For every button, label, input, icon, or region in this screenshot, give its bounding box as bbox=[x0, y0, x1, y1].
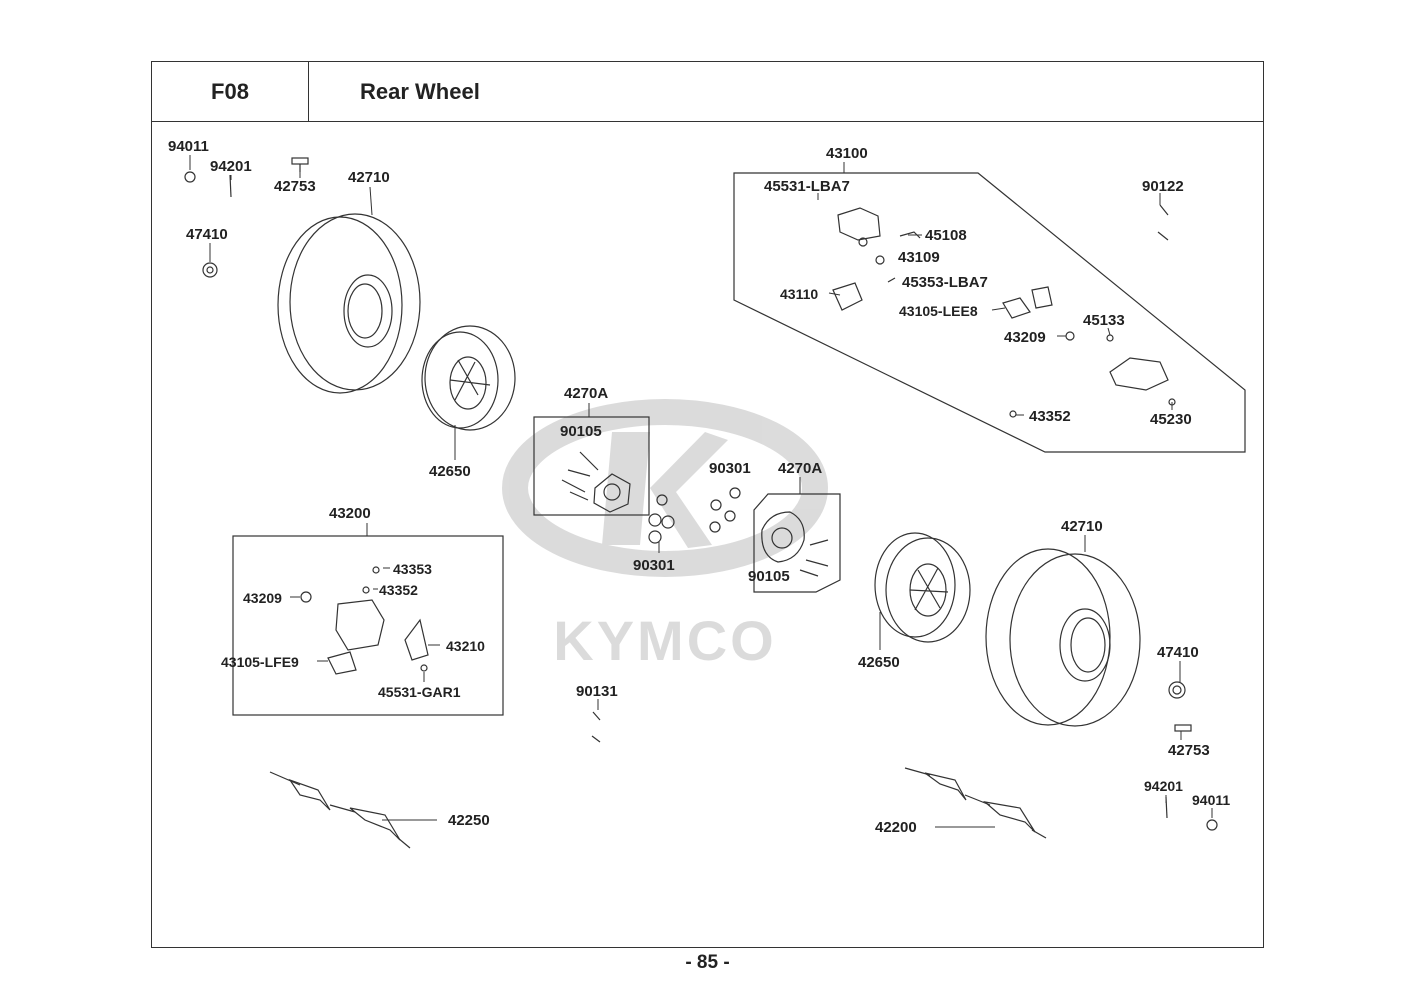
part-label: 42753 bbox=[274, 178, 316, 195]
small-parts-left-top bbox=[184, 157, 309, 278]
driveshaft-42200 bbox=[904, 767, 1047, 839]
part-label: 42200 bbox=[875, 819, 917, 836]
driveshaft-42250 bbox=[269, 771, 411, 849]
group-outline-4270a-left bbox=[533, 416, 650, 516]
part-label: 45108 bbox=[925, 227, 967, 244]
rim-left bbox=[421, 325, 516, 431]
rim-right bbox=[874, 532, 971, 643]
hub-left bbox=[561, 451, 631, 513]
part-label: 43109 bbox=[898, 249, 940, 266]
diagram-frame bbox=[151, 121, 1264, 948]
group-label: 4270A bbox=[564, 385, 609, 402]
part-label: 42650 bbox=[429, 463, 471, 480]
part-label: 43209 bbox=[243, 590, 282, 606]
part-label: 42710 bbox=[348, 169, 390, 186]
part-label: 94201 bbox=[1144, 778, 1183, 794]
group-outline-43100 bbox=[733, 172, 1246, 453]
part-label: 45133 bbox=[1083, 312, 1125, 329]
leader-lines bbox=[189, 155, 1213, 828]
part-label: 45531-LBA7 bbox=[764, 178, 850, 195]
part-label: 90301 bbox=[709, 460, 751, 477]
part-label: 90105 bbox=[748, 568, 790, 585]
part-label: 90131 bbox=[576, 683, 618, 700]
part-label: 45531-GAR1 bbox=[378, 684, 461, 700]
part-label: 43110 bbox=[780, 286, 819, 302]
part-label: 42710 bbox=[1061, 518, 1103, 535]
tire-left bbox=[277, 213, 421, 394]
part-label: 45230 bbox=[1150, 411, 1192, 428]
part-label: 43352 bbox=[1029, 408, 1071, 425]
part-label: 90122 bbox=[1142, 178, 1184, 195]
group-outline-43200 bbox=[232, 535, 504, 716]
part-label: 43352 bbox=[379, 582, 418, 598]
watermark-brand: KYMCO bbox=[553, 609, 776, 672]
group-label: 4270A bbox=[778, 460, 823, 477]
kymco-watermark: KYMCO bbox=[502, 399, 828, 672]
part-label: 90105 bbox=[560, 423, 602, 440]
page-number: - 85 - bbox=[685, 952, 730, 973]
part-label: 42650 bbox=[858, 654, 900, 671]
part-label: 43105-LEE8 bbox=[899, 303, 978, 319]
part-label: 94011 bbox=[1192, 792, 1231, 808]
part-label: 42753 bbox=[1168, 742, 1210, 759]
group-label: 43100 bbox=[826, 145, 868, 162]
part-label: 47410 bbox=[186, 226, 228, 243]
part-label: 43105-LFE9 bbox=[221, 654, 299, 670]
caliper-43200 bbox=[300, 566, 429, 675]
group-label: 43200 bbox=[329, 505, 371, 522]
hub-right bbox=[761, 511, 829, 577]
part-label: 90301 bbox=[633, 557, 675, 574]
group-outline-4270a-right bbox=[753, 493, 841, 593]
part-label: 43210 bbox=[446, 638, 485, 654]
part-label: 47410 bbox=[1157, 644, 1199, 661]
part-label: 43209 bbox=[1004, 329, 1046, 346]
part-label: 94011 bbox=[168, 138, 209, 155]
figure-code: F08 bbox=[151, 61, 309, 121]
part-label: 42250 bbox=[448, 812, 490, 829]
bolts bbox=[591, 204, 1169, 743]
part-label: 43353 bbox=[393, 561, 432, 577]
part-label: 45353-LBA7 bbox=[902, 274, 988, 291]
tire-right bbox=[985, 548, 1141, 727]
washers-90301 bbox=[648, 487, 741, 544]
part-label: 94201 bbox=[210, 158, 252, 175]
figure-title: Rear Wheel bbox=[309, 61, 1264, 121]
caliper-43100 bbox=[832, 207, 1176, 418]
